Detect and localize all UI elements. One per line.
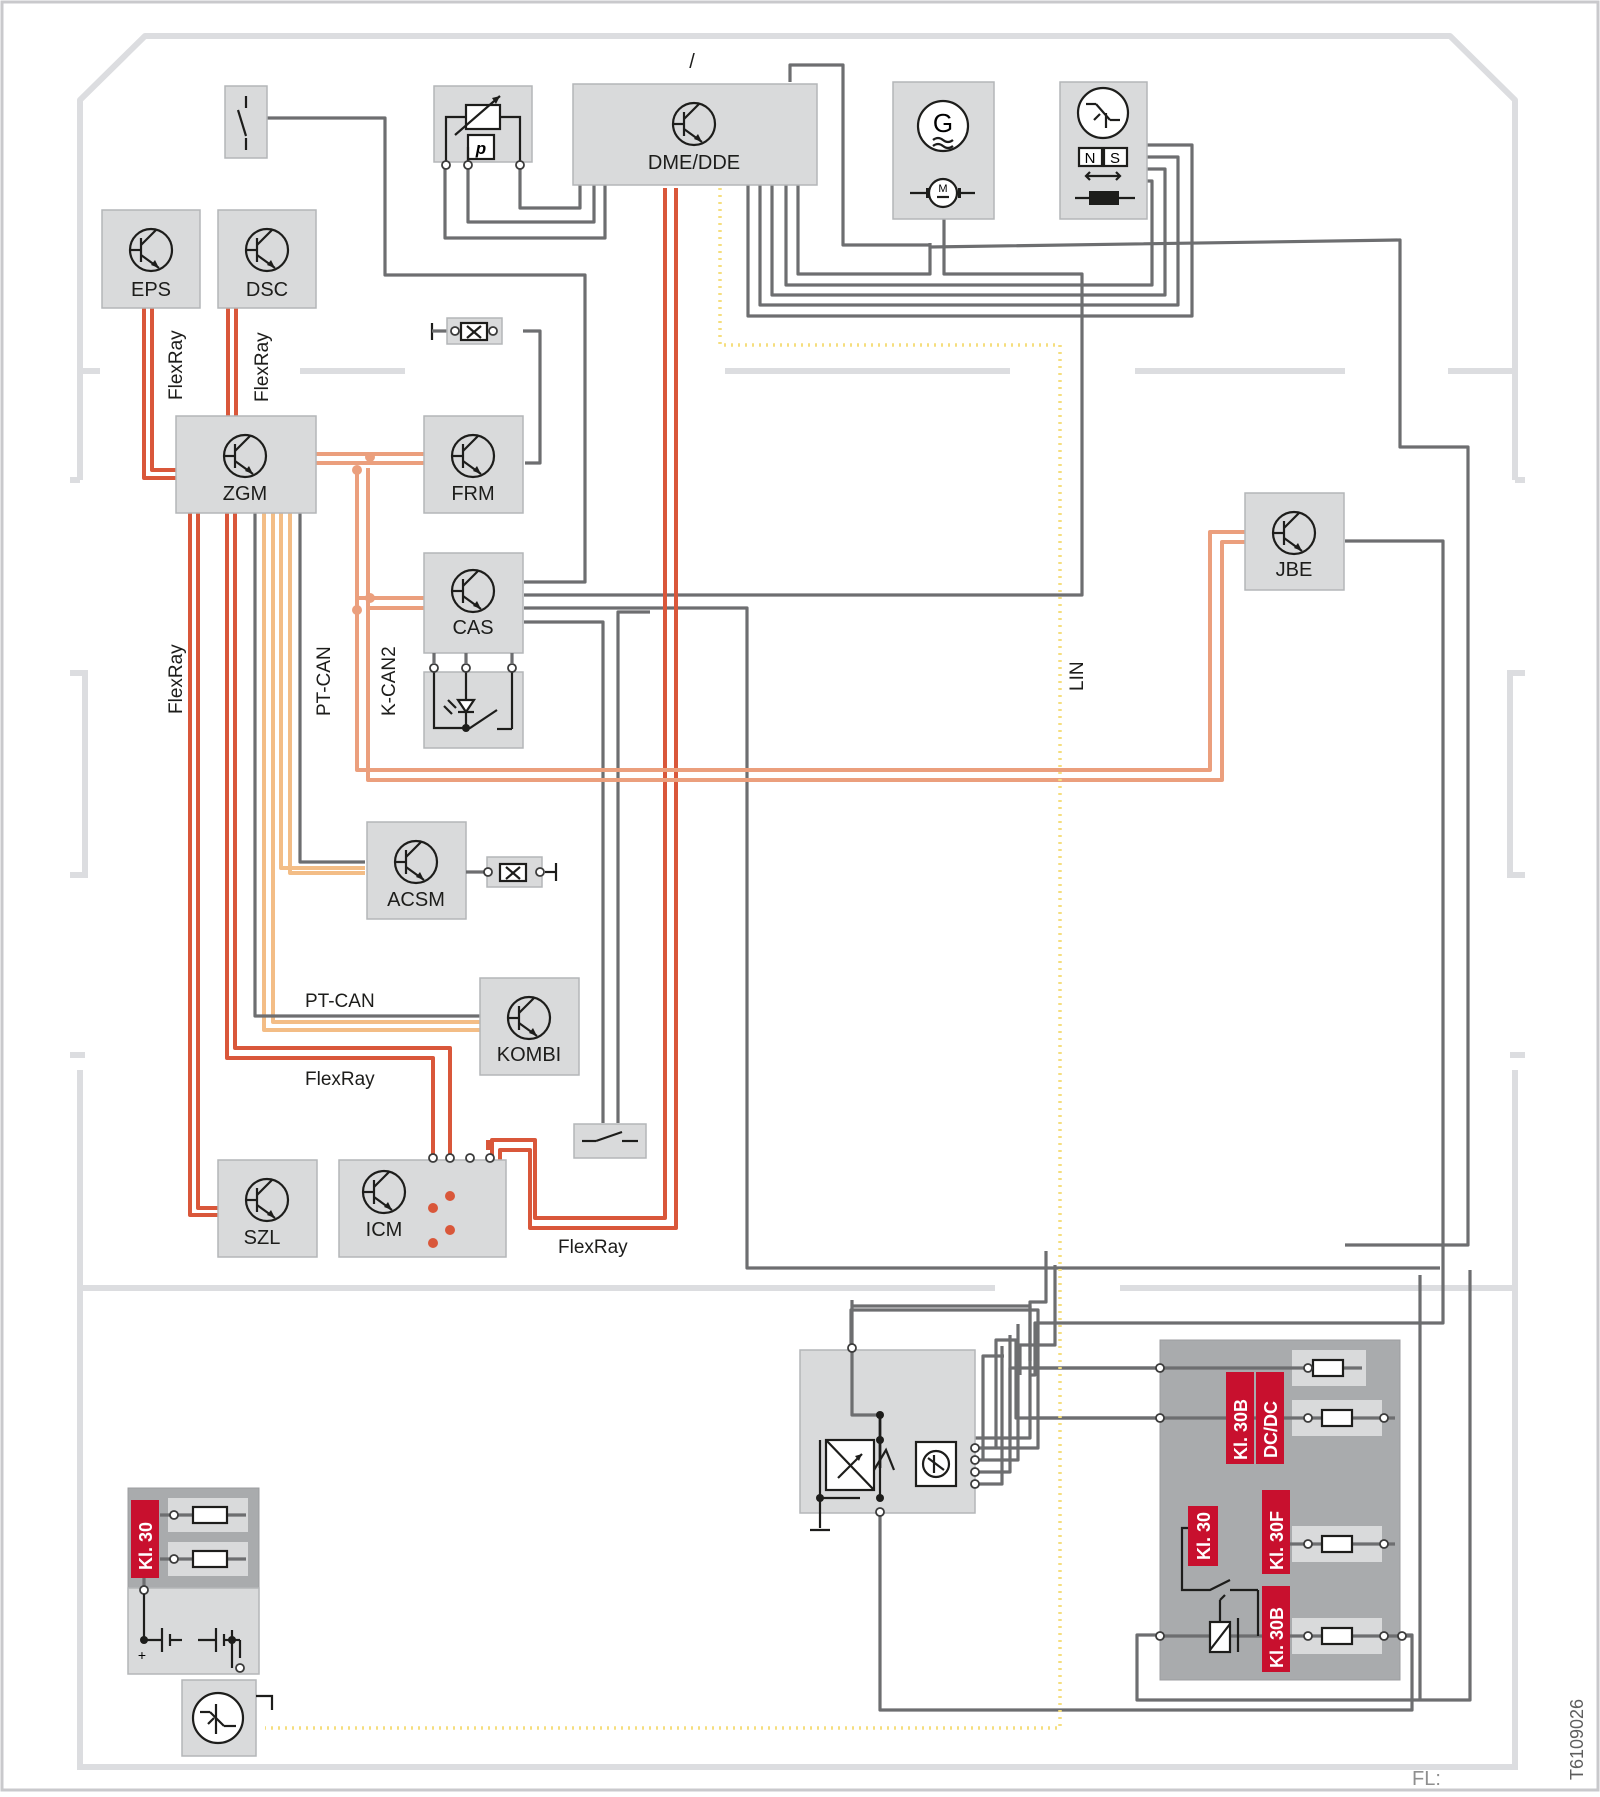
zgm-label: ZGM bbox=[223, 483, 267, 505]
flexray-label-dsc: FlexRay bbox=[252, 332, 273, 402]
power-distribution-internals bbox=[1155, 1350, 1412, 1654]
eps-transistor-icon bbox=[128, 227, 174, 273]
szl-transistor-icon bbox=[244, 1177, 290, 1223]
kl30b-label: Kl. 30B bbox=[1267, 1607, 1287, 1668]
dme-transistor-icon bbox=[671, 101, 717, 147]
battery-sensor-icon bbox=[191, 1691, 274, 1745]
vehicle-outline bbox=[70, 33, 1525, 1770]
flexray-bus bbox=[142, 188, 678, 1247]
terminating-resistor-frm bbox=[430, 317, 503, 345]
jbe-transistor-icon bbox=[1271, 510, 1317, 556]
transistor-symbols bbox=[128, 101, 1317, 1223]
flexray-label-bottom: FlexRay bbox=[305, 1069, 375, 1090]
dsc-label: DSC bbox=[246, 279, 288, 301]
motor-symbol: M bbox=[938, 183, 947, 195]
dme-label: DME/DDE bbox=[648, 152, 740, 174]
icm-box bbox=[338, 1159, 507, 1258]
lin-label: LIN bbox=[1067, 661, 1088, 691]
eps-box bbox=[101, 209, 201, 309]
pt-can-label-horizontal: PT-CAN bbox=[305, 991, 375, 1012]
cas-label: CAS bbox=[452, 617, 493, 639]
szl-box bbox=[217, 1159, 318, 1258]
top-marker: / bbox=[689, 51, 695, 73]
acsm-box bbox=[366, 821, 467, 920]
flexray-label-icm: FlexRay bbox=[558, 1237, 628, 1258]
flexray-label-left: FlexRay bbox=[166, 644, 187, 714]
frm-label: FRM bbox=[451, 483, 494, 505]
terminal-badges: Kl. 30B DC/DC Kl. 30 Kl. 30F Kl. 30B bbox=[1188, 1372, 1290, 1672]
pressure-symbol: p bbox=[475, 139, 486, 158]
generator-symbol: G bbox=[933, 108, 953, 138]
flexray-label-eps: FlexRay bbox=[166, 330, 187, 400]
frm-box bbox=[423, 415, 524, 514]
magnet-south: S bbox=[1110, 150, 1120, 167]
kombi-box bbox=[479, 977, 580, 1076]
lin-bus bbox=[265, 188, 1062, 1730]
switch-icon-top bbox=[236, 96, 248, 150]
pt-can-bus bbox=[253, 512, 480, 1032]
motor-icon: M bbox=[910, 177, 975, 209]
magnetic-sensor-icon: N S bbox=[1075, 86, 1135, 205]
acsm-transistor-icon bbox=[393, 839, 439, 885]
battery-box bbox=[127, 1587, 260, 1675]
switch-icon-bottom bbox=[582, 1130, 638, 1143]
jbe-box bbox=[1244, 492, 1345, 591]
regulator-icon bbox=[810, 1308, 1040, 1532]
szl-label: SZL bbox=[244, 1227, 281, 1249]
pressure-sensor-icon: p bbox=[441, 95, 525, 170]
module-boxes bbox=[101, 81, 1401, 1757]
battery-icon: + bbox=[138, 1585, 245, 1673]
pt-can-label-vertical: PT-CAN bbox=[314, 646, 335, 716]
terminating-resistor-acsm bbox=[466, 856, 558, 888]
battery-plus: + bbox=[138, 1647, 146, 1663]
dsc-transistor-icon bbox=[244, 227, 290, 273]
icm-label: ICM bbox=[366, 1219, 403, 1241]
kl30-relay-label: Kl. 30 bbox=[1194, 1512, 1214, 1560]
bus-junctions bbox=[352, 452, 495, 1248]
frm-transistor-icon bbox=[450, 433, 496, 479]
cas-transistor-icon bbox=[450, 568, 496, 614]
kl30b-dcdc-line2: DC/DC bbox=[1261, 1401, 1281, 1458]
brake-light-switch-icon bbox=[429, 653, 517, 732]
kl30-battery-label: Kl. 30 bbox=[136, 1522, 156, 1570]
dme-box bbox=[572, 83, 818, 186]
icm-transistor-icon bbox=[361, 1169, 407, 1215]
kombi-label: KOMBI bbox=[497, 1044, 561, 1066]
kl30b-dcdc-line1: Kl. 30B bbox=[1231, 1399, 1251, 1460]
dsc-box bbox=[217, 209, 317, 309]
doc-id: T6109026 bbox=[1567, 1699, 1587, 1780]
footer-fl: FL: bbox=[1412, 1768, 1441, 1790]
bus-labels: FlexRay FlexRay FlexRay PT-CAN K-CAN2 LI… bbox=[166, 330, 1088, 1258]
module-labels: EPS DSC ZGM FRM CAS ACSM KOMBI SZL ICM J… bbox=[131, 51, 1312, 1249]
lamp-switch-box bbox=[423, 671, 524, 749]
generator-icon: G bbox=[916, 99, 970, 153]
k-can2-label: K-CAN2 bbox=[379, 646, 400, 716]
magnet-north: N bbox=[1085, 150, 1096, 167]
eps-label: EPS bbox=[131, 279, 171, 301]
battery-fuse-internals: Kl. 30 bbox=[131, 1498, 248, 1590]
kl30f-label: Kl. 30F bbox=[1267, 1511, 1287, 1570]
jbe-label: JBE bbox=[1276, 559, 1313, 581]
kombi-transistor-icon bbox=[506, 995, 552, 1041]
zgm-box bbox=[175, 415, 317, 514]
acsm-label: ACSM bbox=[387, 889, 445, 911]
zgm-transistor-icon bbox=[222, 433, 268, 479]
